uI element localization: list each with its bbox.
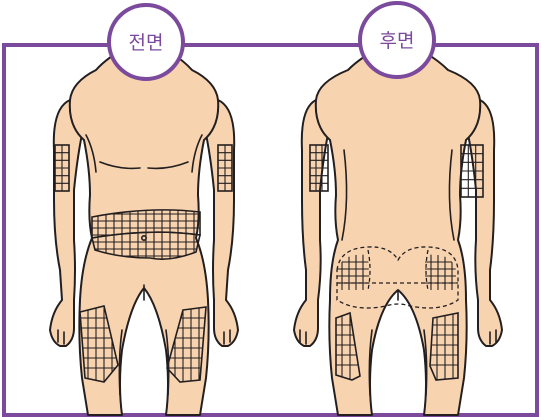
back-view-label: 후면 [380,30,415,52]
front-left-thigh-injection-site [79,305,119,383]
back-left-arm-injection-site [309,144,329,192]
back-torso [314,39,482,416]
back-left-buttock-injection-site [337,254,370,290]
back-right-buttock-injection-site [425,254,456,290]
back-left-thigh-injection-site [335,311,361,381]
diagram-frame [2,43,539,417]
back-left-arm [293,99,332,347]
back-view-badge: 후면 [358,1,436,79]
back-body-figure [293,39,503,416]
front-view-label: 전면 [129,32,164,54]
back-right-arm-injection-site [460,144,484,198]
back-right-arm [464,99,503,347]
front-view-badge: 전면 [107,3,185,81]
front-hip-injection-site [91,231,201,260]
front-right-thigh-injection-site [166,306,207,383]
front-right-arm-injection-site [217,144,233,192]
front-right-arm [202,99,239,347]
back-right-thigh-injection-site [429,312,459,381]
front-left-arm [49,99,86,347]
front-left-arm-injection-site [54,144,70,192]
